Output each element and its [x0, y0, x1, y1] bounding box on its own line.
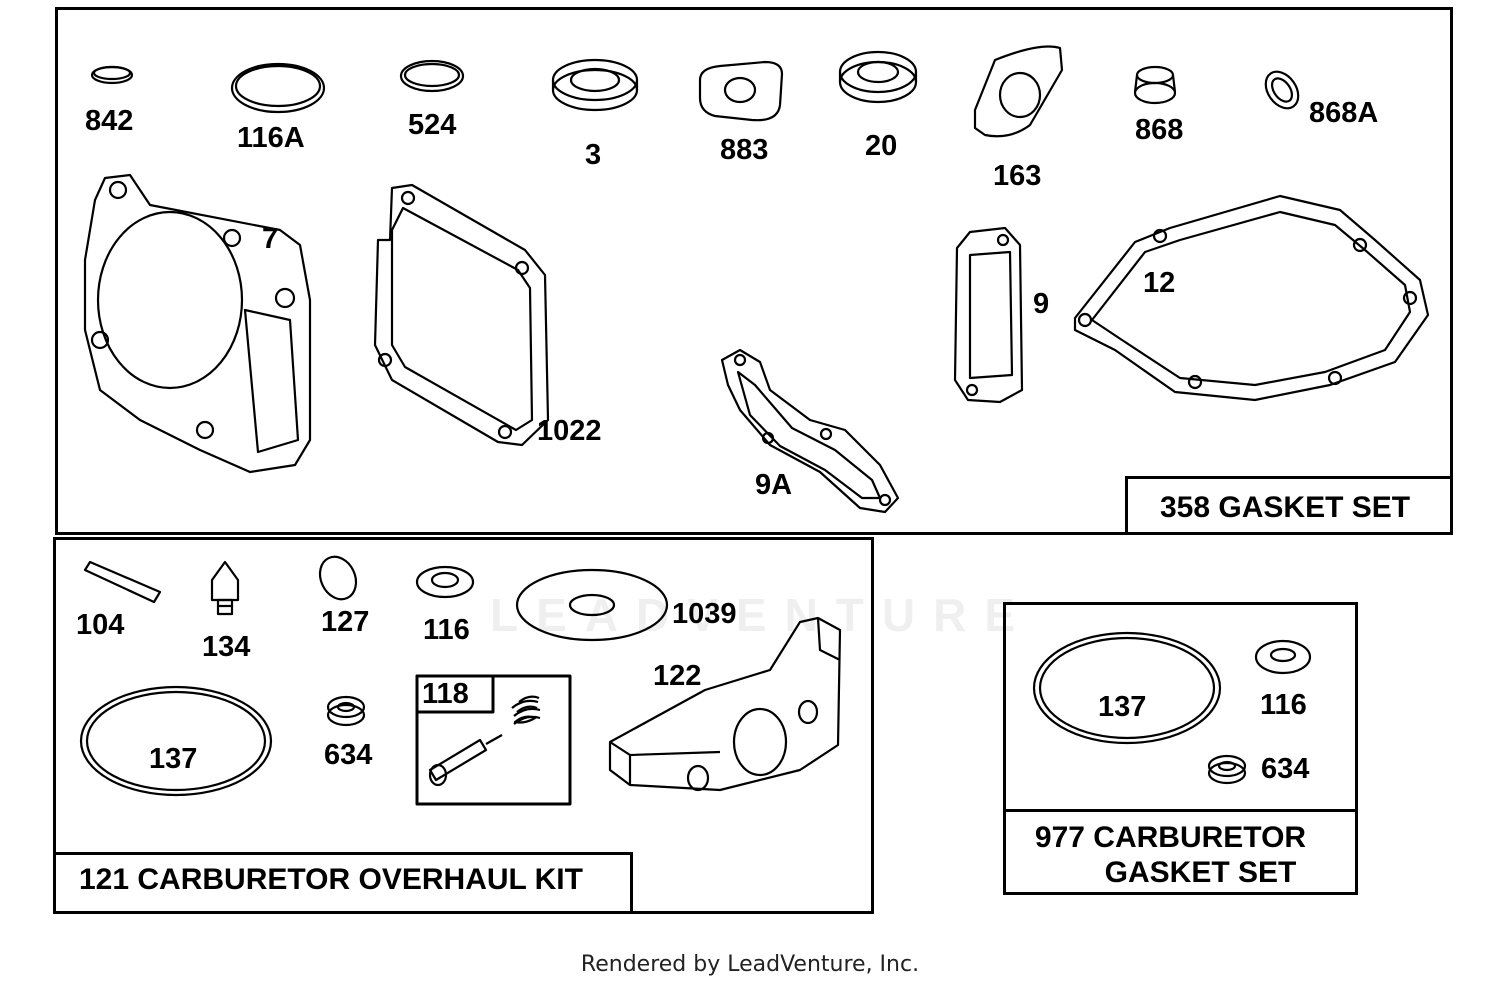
part-116a-shape	[230, 62, 326, 114]
part-label-118: 118	[422, 678, 469, 710]
part-label-122: 122	[653, 660, 702, 692]
part-label-127: 127	[321, 606, 370, 638]
part-label-868: 868	[1135, 114, 1184, 146]
part-524-shape	[399, 59, 465, 93]
part-137-set-shape	[1032, 631, 1222, 745]
part-122-shape	[608, 616, 842, 792]
part-163-shape	[973, 45, 1064, 138]
part-3-shape	[551, 58, 639, 112]
part-868-shape	[1133, 65, 1177, 105]
carburetor-gasket-set-title-line1: 977 CARBURETOR	[1034, 821, 1307, 854]
part-134-shape	[210, 560, 240, 616]
part-label-137-set: 137	[1098, 691, 1147, 723]
part-634-set-shape	[1207, 754, 1247, 785]
part-label-524: 524	[408, 109, 457, 141]
gasket-set-title: 358 GASKET SET	[1125, 476, 1453, 535]
part-label-842: 842	[85, 105, 134, 137]
carburetor-overhaul-kit-title-text: 121 CARBURETOR OVERHAUL KIT	[79, 863, 583, 896]
part-20-shape	[838, 50, 918, 104]
part-9-shape	[953, 226, 1024, 404]
part-label-20: 20	[865, 130, 898, 162]
part-label-116: 116	[423, 614, 470, 646]
carburetor-gasket-set-title-line2: GASKET SET	[1104, 856, 1297, 889]
carburetor-overhaul-kit-title: 121 CARBURETOR OVERHAUL KIT	[53, 852, 633, 914]
carburetor-gasket-set-title: 977 CARBURETOR GASKET SET	[1003, 809, 1358, 895]
part-label-634: 634	[324, 739, 373, 771]
part-127-shape	[318, 555, 358, 601]
part-label-12: 12	[1143, 267, 1176, 299]
part-116-kit-shape	[415, 565, 475, 599]
part-label-137: 137	[149, 743, 198, 775]
part-label-104: 104	[76, 609, 125, 641]
part-7-shape	[83, 173, 312, 474]
rendered-by-footer: Rendered by LeadVenture, Inc.	[580, 952, 920, 977]
part-634-kit-shape	[326, 695, 366, 727]
part-label-1039: 1039	[672, 598, 737, 630]
part-118-shape	[428, 695, 541, 787]
part-137-kit-shape	[79, 685, 273, 797]
part-104-shape	[83, 560, 162, 604]
part-label-9a: 9A	[755, 469, 793, 501]
part-9a-shape	[720, 348, 900, 514]
part-883-shape	[698, 60, 784, 122]
part-label-634-set: 634	[1261, 753, 1310, 785]
part-label-1022: 1022	[537, 415, 602, 447]
part-12-shape	[1073, 194, 1430, 402]
part-label-116-set: 116	[1260, 689, 1307, 721]
part-1022-shape	[373, 183, 550, 447]
part-label-163: 163	[993, 160, 1042, 192]
part-868a-shape	[1264, 70, 1300, 110]
part-label-134: 134	[202, 631, 251, 663]
part-label-868a: 868A	[1309, 97, 1379, 129]
part-label-883: 883	[720, 134, 769, 166]
part-label-9: 9	[1033, 288, 1050, 320]
part-116-set-shape	[1254, 639, 1312, 675]
part-label-7: 7	[262, 223, 279, 255]
part-label-116a: 116A	[237, 122, 305, 154]
part-1039-shape	[515, 568, 669, 642]
part-label-3: 3	[585, 139, 602, 171]
gasket-set-title-text: 358 GASKET SET	[1160, 491, 1411, 524]
